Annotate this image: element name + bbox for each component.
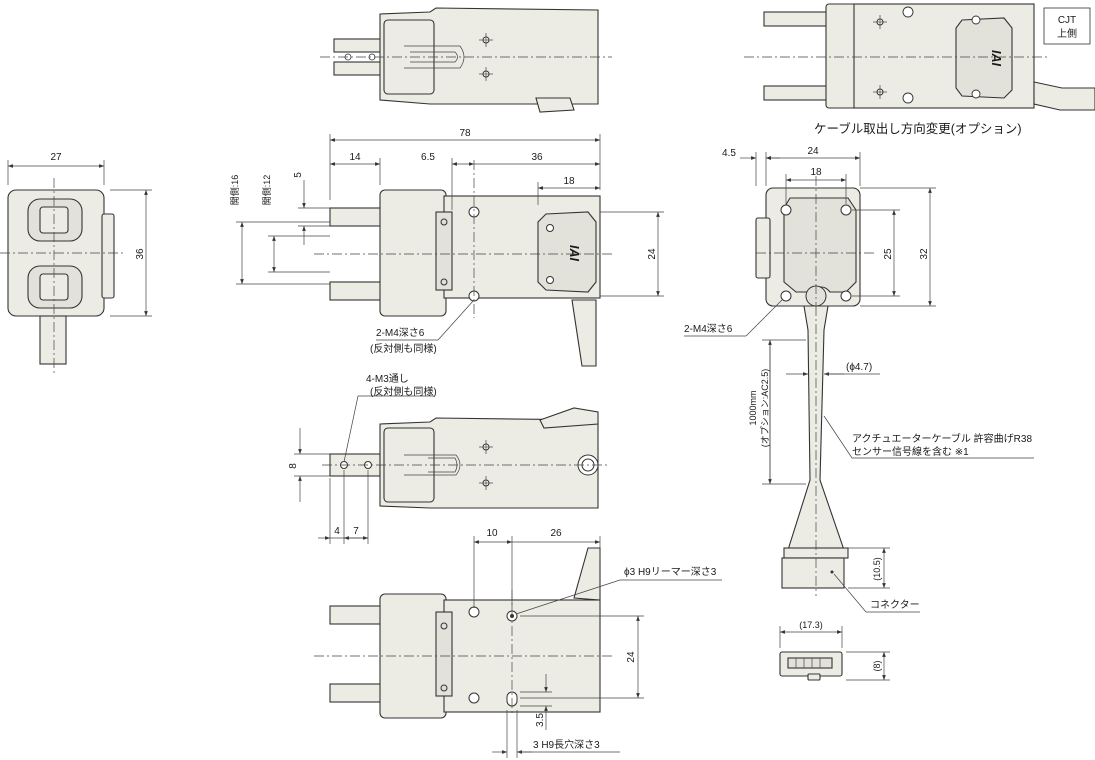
right-end-view: 4.5 24 18 25 32 2-M4深さ6 1000mm (オプション:AC… bbox=[684, 146, 1034, 681]
note-same2: (反対側も同様) bbox=[370, 385, 437, 398]
cable-note-1: アクチュエーターケーブル 許容曲げR38 bbox=[852, 432, 1032, 445]
dim-cable-length: 1000mm bbox=[748, 390, 758, 425]
end-view: 27 36 bbox=[0, 152, 152, 374]
jaw-finger bbox=[763, 85, 831, 101]
dim-3-5: 3.5 bbox=[535, 713, 546, 727]
cjt-label-box bbox=[1043, 7, 1091, 45]
jaw-finger bbox=[333, 61, 385, 76]
tap-mark bbox=[873, 85, 887, 99]
dim-32: 32 bbox=[919, 248, 930, 260]
connector bbox=[781, 557, 845, 589]
dim-open-12: 開側:12 bbox=[261, 175, 272, 206]
clamp-plate bbox=[435, 211, 453, 291]
note-tap-right: 2-M4深さ6 bbox=[684, 323, 733, 335]
dim-17-3: (17.3) bbox=[799, 620, 823, 630]
lower-view: 8 4 7 4-M3通し (反対側も同様) bbox=[288, 373, 610, 544]
logo-text: IAI bbox=[567, 245, 581, 262]
dim-4-5: 4.5 bbox=[722, 148, 736, 159]
cjt-label-sub: 上側 bbox=[1057, 27, 1077, 40]
dim-10: 10 bbox=[486, 528, 498, 539]
note-reamer: ϕ3 H9リーマー深さ3 bbox=[624, 566, 717, 578]
cable bbox=[1033, 81, 1095, 111]
dim-10-5: (10.5) bbox=[872, 557, 882, 581]
note-tap: 2-M4深さ6 bbox=[376, 327, 425, 339]
jaw-finger bbox=[329, 281, 383, 301]
jaw-finger bbox=[329, 207, 383, 227]
tap-hole bbox=[780, 290, 792, 302]
jaw-finger bbox=[333, 38, 385, 53]
cable bbox=[573, 547, 601, 601]
dim-24-bottom: 24 bbox=[626, 651, 637, 663]
connector-pins bbox=[787, 657, 833, 669]
cjt-label: CJT bbox=[1058, 15, 1076, 26]
dim-24-right: 24 bbox=[807, 146, 819, 157]
note-same: (反対側も同様) bbox=[370, 342, 437, 355]
option-view: IAI CJT 上側 ケーブル取出し方向変更(オプション) bbox=[744, 3, 1095, 136]
connector-label: コネクター bbox=[870, 599, 920, 611]
cable bbox=[39, 315, 67, 365]
tap-mark bbox=[479, 476, 493, 490]
dim-7: 7 bbox=[353, 526, 359, 537]
dim-8: 8 bbox=[288, 463, 299, 469]
dim-14: 14 bbox=[349, 152, 361, 163]
dim-18-right: 18 bbox=[810, 167, 822, 178]
bottom-view: 10 26 ϕ3 H9リーマー深さ3 24 3.5 3 H9長穴深さ3 bbox=[314, 528, 722, 758]
tap-hole bbox=[780, 204, 792, 216]
logo-plate bbox=[537, 211, 597, 293]
tap-mark bbox=[479, 33, 493, 47]
cable-note-2: センサー信号線を含む ※1 bbox=[852, 445, 969, 458]
end-cover bbox=[383, 19, 435, 95]
dim-open-16: 開側:16 bbox=[229, 175, 240, 206]
dim-36-left: 36 bbox=[135, 248, 146, 260]
dim-24-side: 24 bbox=[647, 248, 658, 260]
jaw-finger bbox=[329, 683, 383, 703]
tap-hole bbox=[840, 290, 852, 302]
caption-option: ケーブル取出し方向変更(オプション) bbox=[814, 121, 1022, 136]
clamp-plate bbox=[435, 611, 453, 697]
dim-8-conn: (8) bbox=[872, 660, 882, 671]
tap-mark bbox=[873, 15, 887, 29]
note-slot: 3 H9長穴深さ3 bbox=[533, 738, 600, 751]
dim-cable-dia: (ϕ4.7) bbox=[846, 362, 872, 373]
dim-18-top: 18 bbox=[563, 176, 575, 187]
cable-exit bbox=[535, 97, 575, 113]
side-view: IAI 78 14 6.5 36 18 5 開側:16 bbox=[229, 128, 664, 367]
logo-plate bbox=[955, 17, 1013, 99]
dim-36-top: 36 bbox=[531, 152, 543, 163]
top-view bbox=[320, 7, 612, 113]
tap-mark bbox=[479, 440, 493, 454]
tap-hole bbox=[840, 204, 852, 216]
dim-5: 5 bbox=[293, 172, 304, 178]
logo-text: IAI bbox=[989, 50, 1003, 67]
cable bbox=[571, 299, 597, 367]
jaw-finger bbox=[763, 11, 831, 27]
tap-mark bbox=[479, 67, 493, 81]
end-plate bbox=[783, 197, 857, 293]
jaw-finger bbox=[329, 605, 383, 625]
dim-25: 25 bbox=[883, 248, 894, 260]
dim-78: 78 bbox=[459, 128, 471, 139]
dim-26: 26 bbox=[550, 528, 562, 539]
dim-cable-option: (オプション:AC2.5) bbox=[760, 369, 770, 448]
dim-4: 4 bbox=[334, 526, 340, 537]
dim-6-5: 6.5 bbox=[421, 152, 435, 163]
dim-27: 27 bbox=[50, 152, 62, 163]
cable-exit bbox=[539, 407, 599, 429]
note-thru: 4-M3通し bbox=[366, 373, 409, 385]
end-cover bbox=[825, 3, 857, 109]
